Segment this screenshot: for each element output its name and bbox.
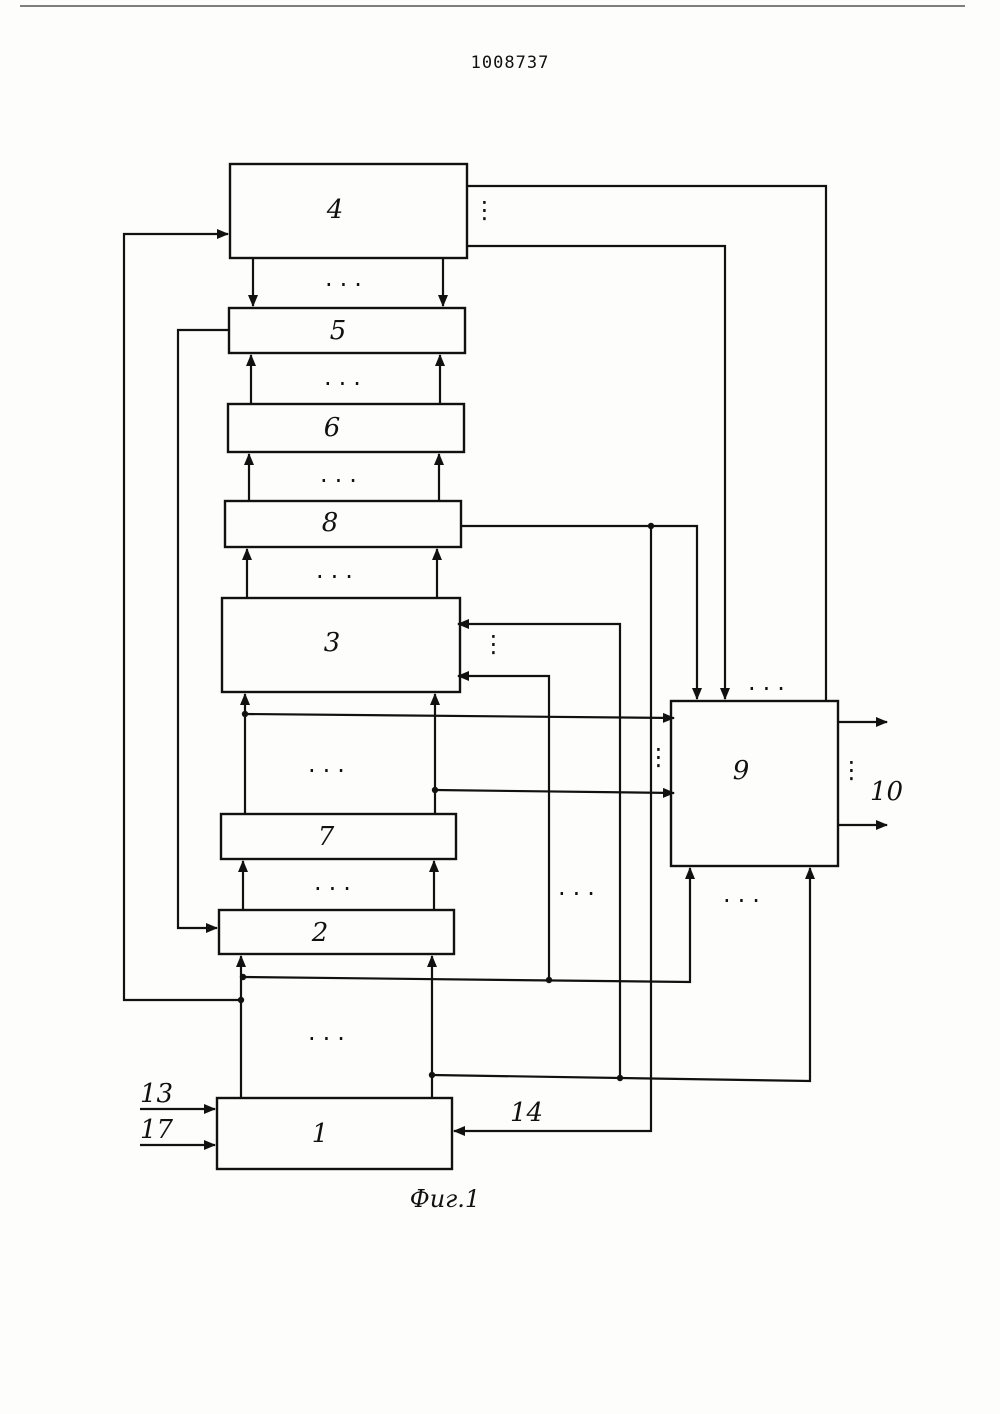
block-3-label: 3: [324, 628, 341, 658]
port-14-label: 14: [510, 1098, 543, 1128]
block-5-label: 5: [330, 316, 347, 346]
block-4: 4: [230, 164, 467, 258]
line-bus-right-to-block-9: [435, 790, 674, 793]
ellipsis-8-3: ...: [316, 556, 360, 584]
block-9-label: 9: [733, 756, 750, 786]
ellipsis-5-6: ...: [324, 363, 368, 391]
line-to-block-3-bottom: [458, 676, 549, 980]
port-17-label: 17: [140, 1115, 174, 1145]
block-1-label: 1: [312, 1119, 329, 1149]
block-4-label: 4: [326, 195, 344, 225]
ellipsis-block-9-bottom: ...: [723, 880, 767, 908]
ellipsis-3-7: ...: [308, 750, 352, 778]
vellipsis-block-3: ⋮: [482, 630, 513, 658]
vellipsis-block-9-left: ⋮: [647, 743, 678, 771]
block-6-label: 6: [324, 413, 341, 443]
line-bus-left-to-block-9: [245, 714, 674, 718]
ellipsis-6-8: ...: [320, 460, 364, 488]
ellipsis-7-2: ...: [314, 868, 358, 896]
ellipsis-2-1: ...: [308, 1018, 352, 1046]
line-to-block-3-top: [458, 624, 620, 1078]
ellipsis-block-9-top: ...: [748, 668, 792, 696]
block-6: 6: [228, 404, 464, 452]
block-2: 2: [219, 910, 454, 954]
vellipsis-outputs: ⋮: [840, 756, 871, 784]
block-3: 3: [222, 598, 460, 692]
block-1: 1: [217, 1098, 452, 1169]
line-14-to-block-1: [454, 526, 651, 1131]
ellipsis-4-5: ...: [325, 264, 369, 292]
block-8-label: 8: [322, 508, 339, 538]
figure-caption: Фиг.1: [410, 1185, 480, 1213]
port-13-label: 13: [140, 1079, 173, 1109]
block-8: 8: [225, 501, 461, 547]
block-7: 7: [221, 814, 456, 859]
block-5: 5: [229, 308, 465, 353]
block-2-label: 2: [311, 918, 329, 948]
block-7-label: 7: [318, 822, 335, 852]
block-9: 9: [671, 701, 838, 866]
line-block-8-to-block-9: [461, 526, 697, 699]
document-number: 1008737: [471, 53, 550, 73]
ellipsis-middle: ...: [558, 873, 602, 901]
vellipsis-block-4: ⋮: [473, 196, 504, 224]
port-10-label: 10: [870, 777, 903, 807]
